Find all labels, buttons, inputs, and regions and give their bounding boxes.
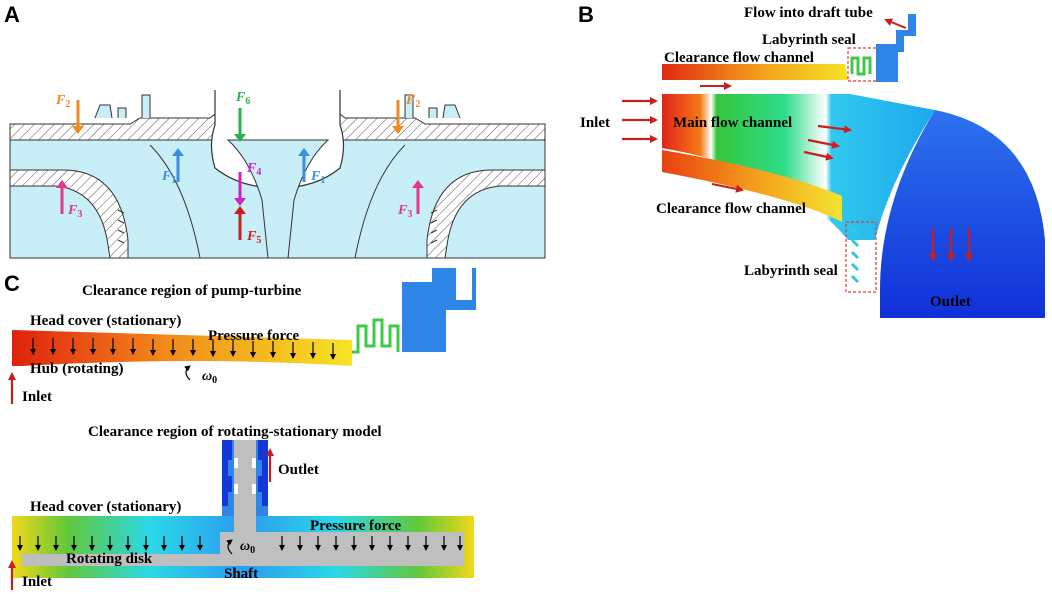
title-clearance-rotating-stationary: Clearance region of rotating-stationary … [88, 424, 382, 440]
label-omega-top: ω0 [202, 369, 217, 386]
right-band-hatched [426, 169, 546, 259]
model-outlet-teeth-left [222, 440, 232, 506]
panel-label-b: B [578, 2, 594, 27]
label-shaft: Shaft [224, 566, 258, 582]
right-seal-fitting [404, 94, 461, 119]
force-label-f1-right: F1 [310, 169, 325, 186]
force-arrowhead-f1-right [298, 148, 310, 156]
label-clearance-flow-channel-bottom: Clearance flow channel [656, 201, 806, 217]
label-clearance-flow-channel-top: Clearance flow channel [664, 50, 814, 66]
labyrinth-seal-bottom-teeth [850, 226, 860, 284]
right-vane-line [354, 144, 406, 259]
force-label-f2-right: F2 [405, 93, 420, 110]
force-arrowhead-f2-left [72, 126, 84, 134]
label-flow-into-draft-tube: Flow into draft tube [744, 5, 873, 21]
force-label-f3-right: F3 [397, 203, 412, 220]
labyrinth-seal-top-teeth [850, 56, 872, 76]
label-outlet-c: Outlet [278, 462, 319, 478]
panel-b-arrows [622, 18, 973, 262]
clearance-bottom-arrow [711, 183, 744, 193]
label-omega-bottom: ω0 [240, 539, 255, 556]
force-label-f4: F4 [246, 161, 261, 178]
left-seal-fitting [94, 94, 151, 119]
labyrinth-seal-bottom-box [845, 221, 877, 293]
force-arrowhead-f4 [234, 198, 246, 206]
panel-label-a: A [4, 2, 20, 27]
main-flow-arrow-1 [817, 124, 852, 134]
label-pressure-force-bottom: Pressure force [310, 518, 402, 534]
force-arrowhead-f3-left [56, 180, 68, 188]
label-labyrinth-seal-top: Labyrinth seal [762, 32, 856, 48]
draft-tube-passage [876, 14, 916, 82]
panel-b-flow-domain [662, 14, 1045, 318]
label-hub-rotating: Hub (rotating) [30, 361, 123, 377]
rotation-arrow-top [184, 365, 191, 381]
label-inlet-c-bottom: Inlet [22, 574, 52, 590]
label-labyrinth-seal-bottom: Labyrinth seal [744, 263, 838, 279]
label-rotating-disk: Rotating disk [66, 551, 153, 567]
panel-a-runner-section [9, 90, 546, 259]
left-vane-line [149, 144, 201, 259]
model-outlet-teeth-right [258, 440, 268, 506]
force-arrowhead-f2-right [392, 126, 404, 134]
label-head-cover-bottom: Head cover (stationary) [30, 499, 181, 515]
pump-turbine-draft-region [402, 268, 476, 352]
force-arrowhead-f3-right [412, 180, 424, 188]
pressure-arrows-top [30, 338, 336, 360]
force-labels-a: F2 F6 F2 F1 F4 F1 F3 F5 F3 [55, 90, 420, 246]
panel-label-c: C [4, 271, 20, 296]
left-band-hatched [9, 169, 129, 259]
model-shaft-and-disk [22, 440, 464, 566]
force-arrows-a [56, 100, 424, 240]
clearance-channel-bottom-region [662, 150, 842, 222]
draft-tube-arrow [884, 18, 907, 29]
label-main-flow-channel: Main flow channel [673, 115, 792, 131]
pump-turbine-labyrinth [352, 318, 400, 354]
pressure-arrows-bottom [17, 536, 463, 551]
force-arrowhead-f1-left [172, 148, 184, 156]
model-shaft-teeth [234, 458, 256, 494]
force-arrowhead-f5 [234, 206, 246, 214]
label-pressure-force-top: Pressure force [208, 328, 300, 344]
label-inlet-b: Inlet [580, 115, 610, 131]
main-flow-arrow-3 [803, 150, 834, 161]
main-flow-channel-region [662, 94, 935, 240]
force-label-f1-left: F1 [161, 169, 176, 186]
title-clearance-pump-turbine: Clearance region of pump-turbine [82, 283, 302, 299]
pump-turbine-clearance-region [12, 330, 352, 366]
clearance-channel-top-region [662, 64, 848, 80]
rotation-arrow-bottom [226, 539, 233, 555]
main-flow-arrow-2 [807, 138, 840, 149]
outlet-region [880, 110, 1045, 318]
right-band-teeth [430, 209, 438, 244]
left-band-teeth [117, 209, 125, 244]
force-label-f2-left: F2 [55, 93, 70, 110]
force-arrowhead-f6 [234, 134, 246, 142]
force-label-f3-left: F3 [67, 203, 82, 220]
label-outlet-b: Outlet [930, 294, 971, 310]
label-head-cover-top: Head cover (stationary) [30, 313, 181, 329]
pump-turbine-clearance [12, 268, 476, 366]
force-label-f6: F6 [235, 90, 250, 107]
label-inlet-c-top: Inlet [22, 389, 52, 405]
force-label-f5: F5 [246, 229, 261, 246]
